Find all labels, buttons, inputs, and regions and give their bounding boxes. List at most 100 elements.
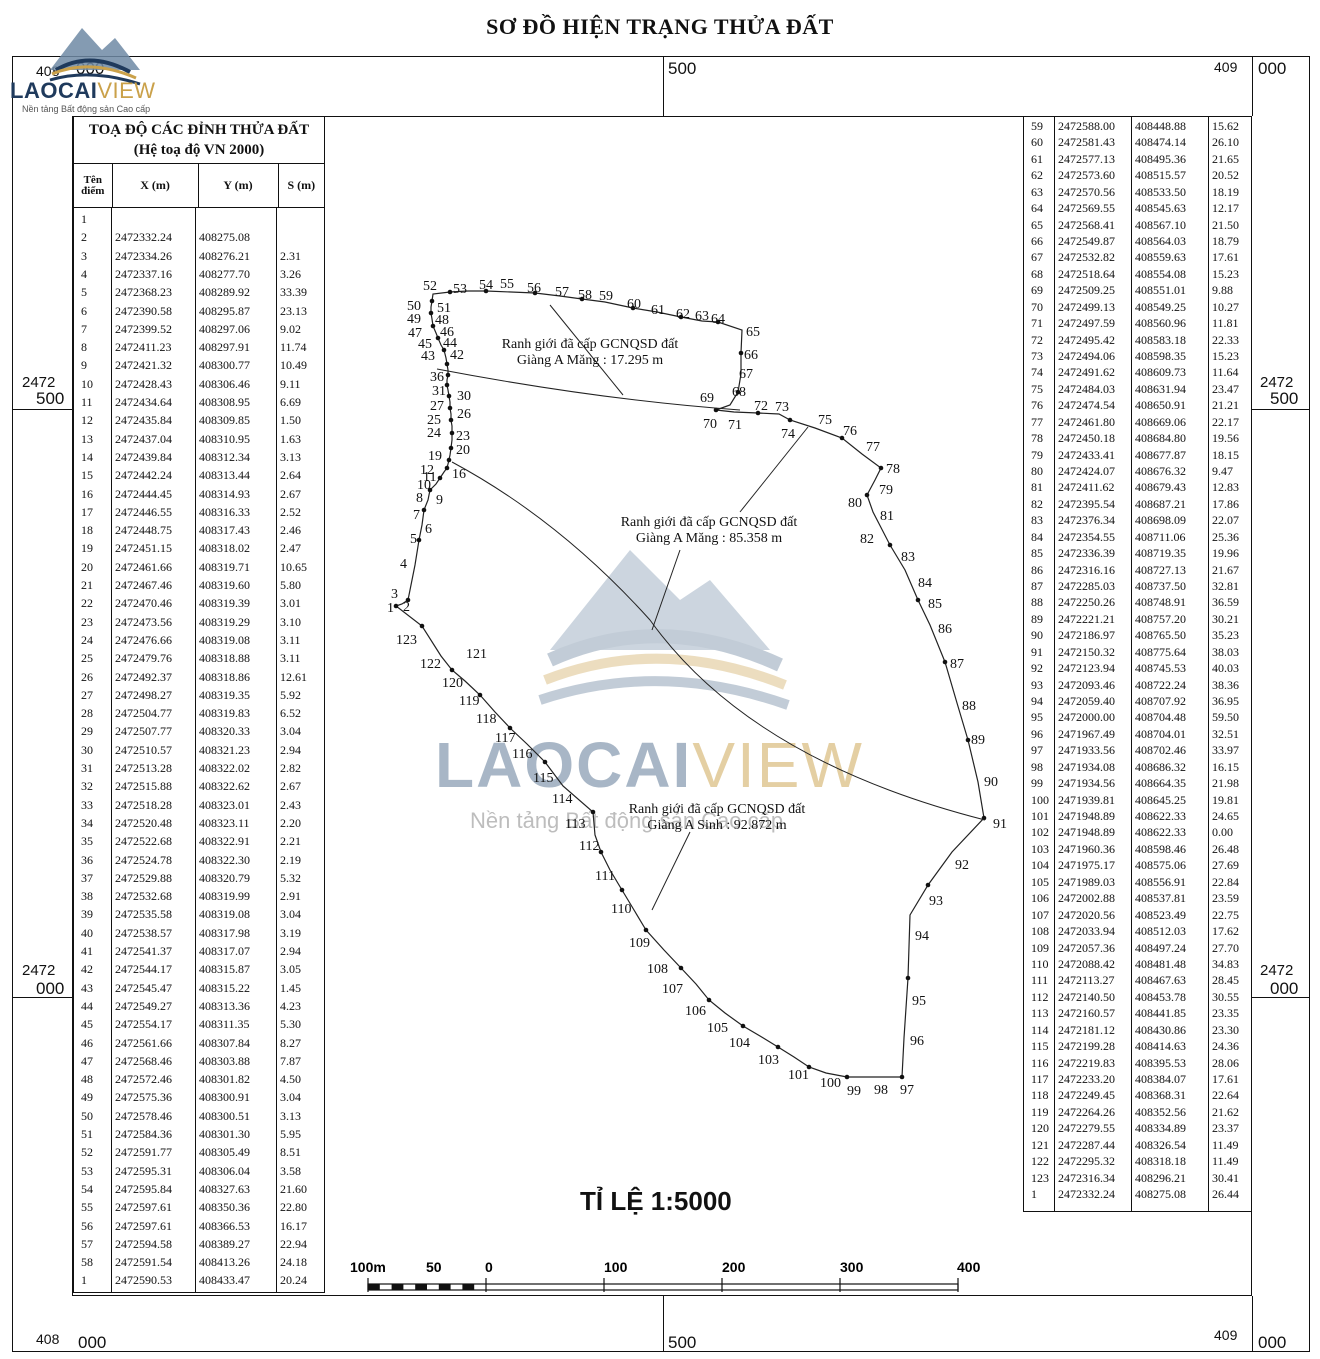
table-cell: 2471948.89 <box>1058 809 1115 824</box>
table-cell: 21.50 <box>1212 217 1239 232</box>
vertex-label: 64 <box>711 312 725 327</box>
table-cell: 2472597.61 <box>115 1200 172 1215</box>
vertex-point <box>887 542 893 548</box>
table-cell: 408737.50 <box>1135 579 1186 594</box>
table-cell: 408319.08 <box>199 907 250 922</box>
grid-label-bottom-right-b: 000 <box>1258 1333 1287 1352</box>
grid-line-bottom-right <box>1252 1296 1253 1352</box>
table-cell: 2472160.57 <box>1058 1006 1115 1021</box>
table-cell: 408319.39 <box>199 596 250 611</box>
annotation-2-line1: Ranh giới đã cấp GCNQSD đất <box>620 515 798 530</box>
table-cell: 20 <box>81 559 93 574</box>
vertex-point <box>915 597 921 603</box>
table-cell: 46 <box>81 1035 93 1050</box>
table-cell: 81 <box>1031 480 1043 495</box>
table-cell: 408311.35 <box>199 1017 250 1032</box>
table-cell: 2472532.68 <box>115 889 172 904</box>
table-cell: 2472461.80 <box>1058 414 1115 429</box>
vertex-label: 85 <box>928 597 942 612</box>
table-cell: 408319.83 <box>199 706 250 721</box>
table-cell: 2472285.03 <box>1058 579 1115 594</box>
table-cell: 32.81 <box>1212 579 1239 594</box>
table-cell: 25.36 <box>1212 529 1239 544</box>
table-cell: 48 <box>81 1072 93 1087</box>
table-cell: 2472573.60 <box>1058 168 1115 183</box>
table-cell: 408481.48 <box>1135 956 1186 971</box>
table-cell: 2472461.66 <box>115 559 172 574</box>
table-cell: 2472504.77 <box>115 706 172 721</box>
table-cell: 408295.87 <box>199 303 250 318</box>
grid-label-left-b1: 2472 <box>22 962 56 979</box>
table-cell: 22.75 <box>1212 907 1239 922</box>
table-cell: 408757.20 <box>1135 611 1186 626</box>
table-cell: 408320.33 <box>199 724 250 739</box>
table-cell: 2.94 <box>280 944 301 958</box>
table-cell: 12.83 <box>1212 480 1239 495</box>
grid-line-left-a <box>12 409 72 410</box>
table-cell: 2472332.24 <box>115 230 172 245</box>
table-cell: 69 <box>1031 283 1043 298</box>
table-cell: 4.23 <box>280 998 301 1013</box>
table-cell: 23 <box>81 614 93 629</box>
vertex-point <box>419 623 425 629</box>
vertex-point <box>630 305 636 311</box>
vertex-label: 115 <box>533 771 553 786</box>
table-cell: 408322.91 <box>199 834 250 849</box>
scale-segment <box>391 1284 404 1290</box>
vertex-point <box>446 393 452 399</box>
vertex-label: 58 <box>578 288 592 303</box>
vertex-label: 48 <box>435 313 449 328</box>
table-cell: 27.69 <box>1212 858 1239 873</box>
col-s: S (m) <box>287 178 316 192</box>
table-title-line1: TOẠ ĐỘ CÁC ĐỈNH THỬA ĐẤT <box>88 122 310 138</box>
vertex-label: 108 <box>647 962 668 977</box>
vertex-label: 119 <box>459 694 479 709</box>
table-cell: 123 <box>1031 1170 1049 1185</box>
scale-tick-label: 200 <box>722 1259 746 1275</box>
table-cell: 3.04 <box>280 907 301 922</box>
table-cell: 9.02 <box>280 321 301 336</box>
vertex-point <box>507 725 513 731</box>
table-cell: 408497.24 <box>1135 940 1186 955</box>
table-cell: 3.26 <box>280 266 301 281</box>
vertex-point <box>864 492 870 498</box>
vertex-label: 116 <box>512 747 532 762</box>
vertex-point <box>416 537 422 543</box>
vertex-label: 82 <box>860 532 874 547</box>
grid-label-bottom-mid: 500 <box>668 1333 697 1352</box>
table-cell: 95 <box>1031 710 1043 725</box>
table-cell: 75 <box>1031 381 1043 396</box>
table-cell: 408300.91 <box>199 1090 250 1105</box>
table-cell: 101 <box>1031 809 1049 824</box>
table-cell: 2472421.32 <box>115 358 172 373</box>
table-cell: 13 <box>81 431 93 446</box>
table-cell: 408650.91 <box>1135 398 1186 413</box>
vertex-point <box>449 430 455 436</box>
table-cell: 408308.95 <box>199 395 250 409</box>
table-cell: 2472538.57 <box>115 925 172 940</box>
table-cell: 408564.03 <box>1135 234 1186 248</box>
table-cell: 1.45 <box>280 980 301 995</box>
vertex-label: 77 <box>866 440 880 455</box>
vertex-point <box>449 667 455 673</box>
table-cell: 408560.96 <box>1135 316 1186 331</box>
